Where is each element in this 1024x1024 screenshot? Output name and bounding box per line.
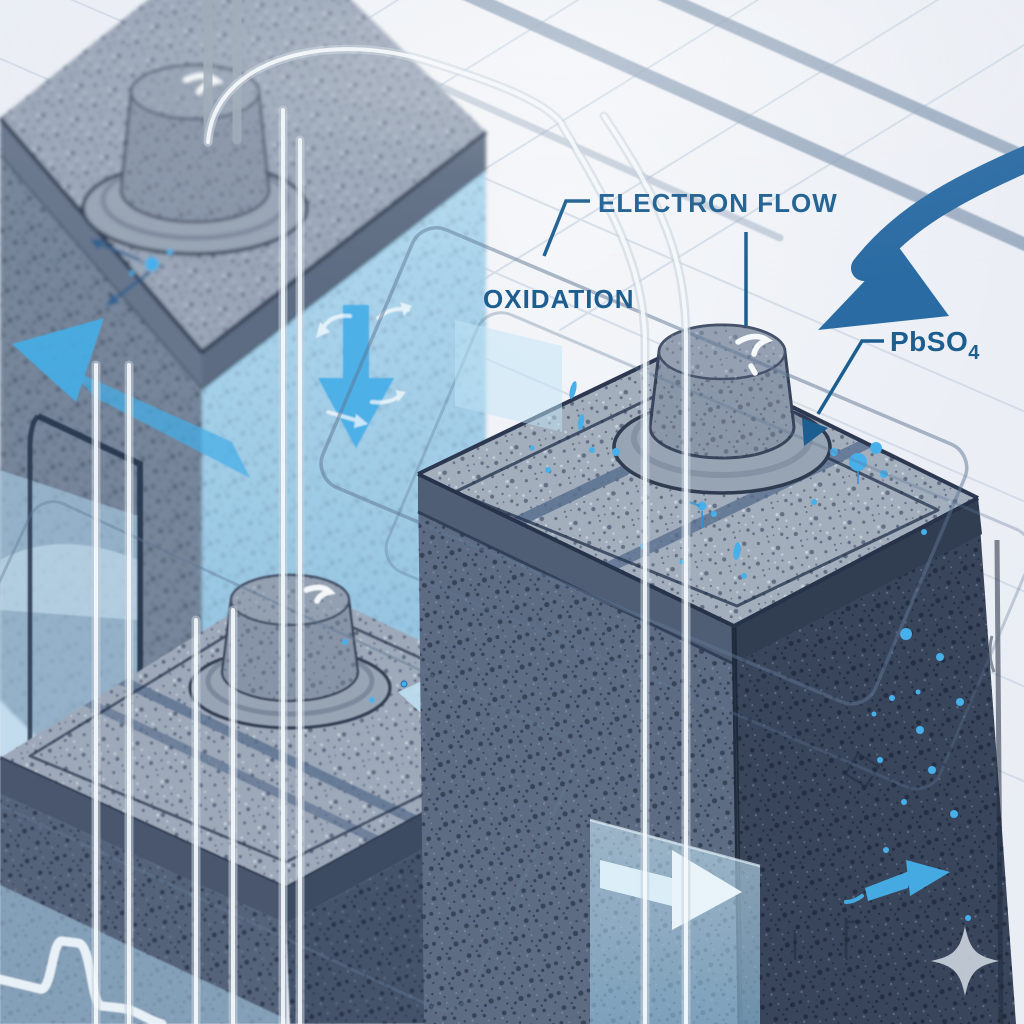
- right-battery-right-texture: [734, 498, 1016, 1024]
- glass-plate-outlines: [0, 226, 1024, 1012]
- flow-streak-left: [12, 318, 250, 478]
- pulse-waveform: [0, 936, 167, 1024]
- right-top-rim-front: [417, 472, 979, 629]
- right-top-droplets: [529, 381, 927, 579]
- right-face-arrow: [844, 860, 950, 904]
- haze-overlay: [0, 0, 1024, 300]
- pbso4-formula: PbSO: [890, 326, 968, 357]
- front-left-lid-a: [0, 758, 286, 924]
- pbso4-leader: [816, 339, 884, 415]
- right-battery-lid-a: [418, 474, 734, 664]
- waveform-band: [0, 885, 286, 1024]
- pbso4-subscript: 4: [968, 342, 980, 364]
- etched-marks: [793, 635, 996, 960]
- right-face-seam: [994, 539, 1004, 1024]
- terminal-cap-front-left: [188, 573, 392, 730]
- right-battery-lid-b: [734, 498, 982, 662]
- pbso4-label: PbSO4: [890, 326, 980, 364]
- sparkle-icon: [931, 926, 999, 996]
- glass-box-edge-left: [27, 414, 40, 830]
- small-glass-sliver: [455, 320, 562, 432]
- pbso4-leader-arrowhead: [802, 418, 828, 446]
- cap-highlight: [735, 333, 774, 376]
- cap-highlight: [303, 584, 336, 604]
- droplet-stems: [688, 471, 859, 528]
- right-face-bubbles: [871, 628, 971, 921]
- liquid-surface: [0, 544, 138, 620]
